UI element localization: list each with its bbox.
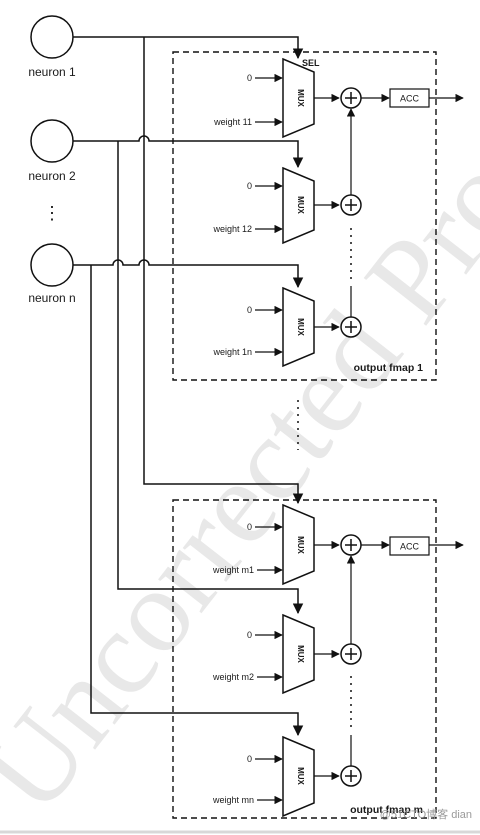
acc-m-label: ACC	[400, 542, 420, 552]
zero-input-m1: 0	[247, 522, 252, 532]
zero-input-m2: 0	[247, 630, 252, 640]
fmap-m-label: output fmap m	[350, 804, 423, 816]
neuron-n-circle	[30, 243, 74, 287]
zero-input-12: 0	[247, 181, 252, 191]
acc-1: ACC	[389, 88, 430, 108]
acc-m: ACC	[389, 536, 430, 556]
neuron-ellipsis: ⋮	[43, 203, 61, 223]
weight-mn-label: weight mn	[212, 795, 254, 805]
adder-12	[340, 194, 362, 216]
zero-input-mn: 0	[247, 754, 252, 764]
fmap-m-box	[172, 499, 437, 819]
sel-label: SEL	[302, 58, 320, 68]
adder-11	[340, 87, 362, 109]
mux-mn: MUX	[282, 735, 315, 818]
mux-12-label: MUX	[296, 196, 305, 214]
output-fmap-m: output fmap m MUX 0 weight m1 ACC MUX 0 …	[172, 499, 464, 819]
weight-m2-label: weight m2	[212, 672, 254, 682]
mux-m1-label: MUX	[296, 536, 305, 554]
neuron-n-bus	[73, 259, 304, 737]
neuron-2-label: neuron 2	[28, 169, 76, 183]
acc-1-label: ACC	[400, 94, 420, 104]
mux-12: MUX	[282, 166, 315, 245]
mux-m2-label: MUX	[296, 645, 305, 663]
neuron-2: neuron 2	[28, 119, 76, 183]
mux-11: MUX	[282, 57, 315, 139]
mux-m1: MUX	[282, 503, 315, 586]
mux-11-label: MUX	[296, 89, 305, 107]
corner-watermark: @51CTO博客 dian	[380, 807, 472, 821]
mux-mn-label: MUX	[296, 767, 305, 785]
fmap-1-box	[172, 51, 437, 381]
adder-m2	[340, 643, 362, 665]
mux-1n-label: MUX	[296, 318, 305, 336]
neuron-2-circle	[30, 119, 74, 163]
weight-1n-label: weight 1n	[212, 347, 252, 357]
zero-input-1n: 0	[247, 305, 252, 315]
neuron-n-label: neuron n	[28, 291, 75, 305]
mux-m2: MUX	[282, 613, 315, 695]
zero-input-11: 0	[247, 73, 252, 83]
neuron-n: neuron n	[28, 243, 76, 305]
neuron-1-label: neuron 1	[28, 65, 76, 79]
weight-12-label: weight 12	[212, 224, 252, 234]
adder-m1	[340, 534, 362, 556]
fmap-1-label: output fmap 1	[354, 362, 424, 374]
mux-1n: MUX	[282, 286, 315, 368]
output-fmap-1: output fmap 1 SEL MUX 0 weight 11 ACC MU…	[172, 51, 464, 381]
neuron-2-bus	[73, 135, 304, 615]
weight-11-label: weight 11	[213, 117, 252, 127]
weight-m1-label: weight m1	[212, 565, 254, 575]
neuron-1-circle	[30, 15, 74, 59]
adder-mn	[340, 765, 362, 787]
adder-1n	[340, 316, 362, 338]
neuron-1: neuron 1	[28, 15, 76, 79]
